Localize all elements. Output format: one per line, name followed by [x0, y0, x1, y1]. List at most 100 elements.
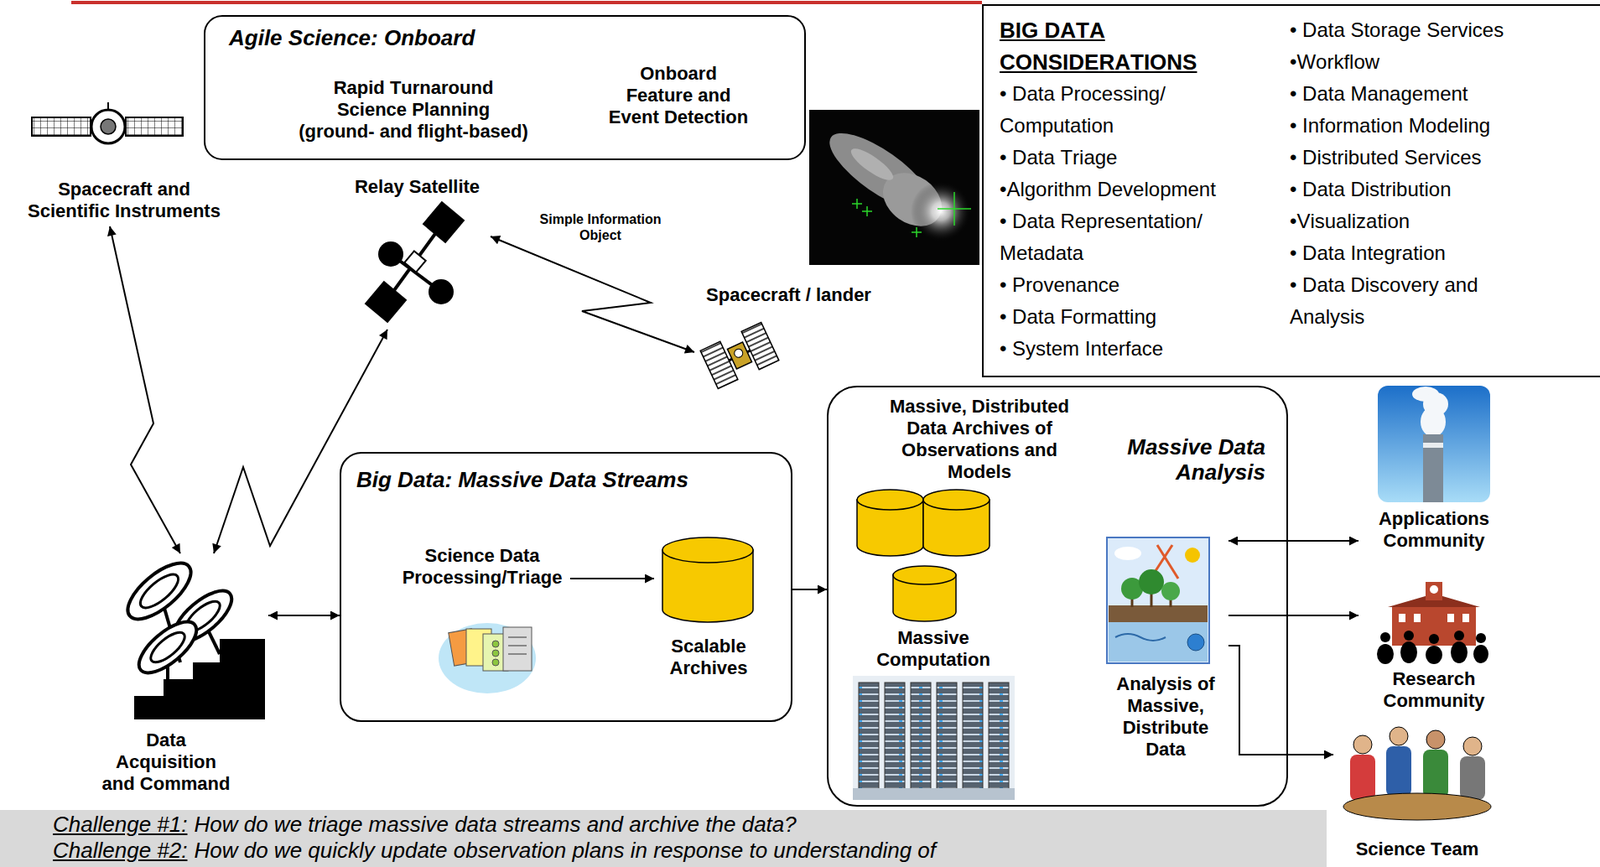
comet-photo [809, 109, 980, 265]
community-node: Research Community [1358, 578, 1510, 715]
lander-icon [732, 348, 744, 359]
spacecraft-icon [125, 117, 183, 136]
rounded-panel: Science Data Processing/TriageScalable A… [339, 451, 793, 723]
campus-icon [1473, 644, 1489, 664]
node-label: Spacecraft and Scientific Instruments [23, 178, 225, 223]
antenna-dish-icon [119, 553, 265, 720]
processing-icon [492, 649, 499, 657]
lander-node: Spacecraft / lander [694, 280, 884, 398]
bullet-item: • Data Management [1289, 77, 1533, 110]
node-label: Research Community [1362, 668, 1506, 712]
process-node: Science Data Processing/Triage [394, 515, 571, 701]
connector [1228, 540, 1359, 542]
connector [213, 329, 388, 554]
node-label: Analysis of Massive, Distribute Data [1106, 673, 1225, 761]
server-room-photo [910, 682, 931, 789]
challenge-number: Challenge #2: [52, 837, 188, 863]
connector [268, 614, 340, 617]
relay-satellite-node: Relay Satellite [343, 172, 491, 330]
node-label: Scalable Archives [658, 635, 759, 680]
database-cylinder [923, 489, 990, 510]
panel-title: Big Data: Massive Data Streams [356, 467, 759, 493]
community-node: Applications Community [1358, 381, 1510, 555]
campus-icon [1450, 641, 1468, 664]
earth-system-figure [1114, 546, 1142, 561]
node-label: Relay Satellite [343, 176, 491, 198]
earth-system-figure [1161, 581, 1180, 601]
bullet-item: • Provenance [999, 269, 1277, 302]
bullet-item: • Distributed Services [1289, 141, 1533, 174]
campus-icon [1403, 630, 1414, 641]
antenna-dish-icon [135, 569, 183, 614]
node-label: Data Acquisition and Command [99, 729, 233, 795]
campus-icon [1475, 633, 1486, 644]
database-cylinder [662, 537, 754, 563]
panel-text: Rapid Turnaround Science Planning (groun… [297, 77, 530, 143]
relay-satellite-icon [404, 250, 426, 272]
campus-icon [1398, 613, 1470, 623]
lander-icon [727, 342, 752, 369]
relay-satellite-icon [422, 201, 466, 245]
campus-icon [1425, 581, 1443, 601]
node-label: Massive Computation [866, 627, 1001, 671]
rounded-panel: Agile Science: OnboardRapid Turnaround S… [203, 15, 806, 161]
industry-icon [1377, 385, 1491, 503]
compute-node: Massive Computation [848, 563, 1021, 804]
processing-icon [438, 623, 536, 694]
server-room-photo [852, 675, 1015, 800]
connector [1228, 645, 1334, 755]
node-label: Massive, Distributed Data Archives of Ob… [883, 395, 1076, 484]
relay-satellite-icon [364, 280, 408, 324]
bullet-item: • System Interface [999, 332, 1277, 365]
archive-node: Scalable Archives [654, 533, 764, 685]
earth-system-figure [1187, 633, 1205, 651]
processing-icon [438, 623, 536, 694]
rounded-panel: Massive, Distributed Data Archives of Ob… [826, 385, 1289, 807]
team-icon [1353, 735, 1372, 754]
bullet-item: • Data Storage Services [1289, 14, 1533, 47]
connector [490, 236, 695, 353]
relay-satellite-icon [378, 241, 404, 267]
team-icon [1343, 727, 1491, 821]
considerations-panel: BIG DATA CONSIDERATIONS• Data Processing… [981, 4, 1600, 378]
team-icon [1426, 730, 1445, 749]
server-room-photo [858, 682, 879, 789]
team-icon [1343, 793, 1491, 821]
spacecraft-icon [31, 117, 91, 136]
antenna-dish-icon [145, 627, 189, 667]
database-cylinder [857, 489, 924, 510]
panel-text: Onboard Feature and Event Detection [607, 62, 750, 129]
earth-system-figure [1115, 633, 1166, 641]
server-room-photo [852, 675, 1015, 800]
processing-icon [503, 627, 532, 671]
bullet-item: • Data Triage [999, 141, 1277, 174]
bullet-item: •Algorithm Development [999, 173, 1277, 206]
team-icon [1389, 727, 1408, 746]
team-icon [1423, 749, 1449, 799]
server-room-photo [884, 682, 905, 789]
connector [570, 577, 655, 580]
spacecraft-icon [100, 119, 116, 135]
spacecraft-node: Spacecraft and Scientific Instruments [23, 96, 225, 227]
campus-icon [1400, 641, 1418, 664]
campus-icon [1454, 630, 1465, 641]
antenna-dish-icon [130, 612, 204, 682]
team-icon [1459, 756, 1486, 800]
challenge-text: How do we quickly update observation pla… [193, 837, 936, 863]
challenge-line: Challenge #1:How do we triage massive da… [52, 811, 797, 838]
node-label: Science Data Processing/Triage [398, 545, 567, 589]
connector [1228, 614, 1359, 617]
analysis-node: Analysis of Massive, Distribute Data [1102, 533, 1229, 765]
campus-icon [1392, 607, 1476, 646]
industry-icon [1423, 434, 1444, 503]
earth-system-figure [1106, 537, 1210, 664]
processing-icon [492, 659, 499, 666]
node-label: Applications Community [1362, 508, 1506, 552]
panel-heading: BIG DATA CONSIDERATIONS [999, 14, 1277, 78]
bullet-item: •Visualization [1289, 205, 1533, 238]
earth-system-figure [1184, 547, 1200, 563]
earth-system-figure [1138, 569, 1164, 595]
bullet-column: BIG DATA CONSIDERATIONS• Data Processing… [999, 14, 1277, 365]
challenge-text: How do we triage massive data streams an… [193, 811, 796, 837]
comet-photo [809, 109, 980, 265]
